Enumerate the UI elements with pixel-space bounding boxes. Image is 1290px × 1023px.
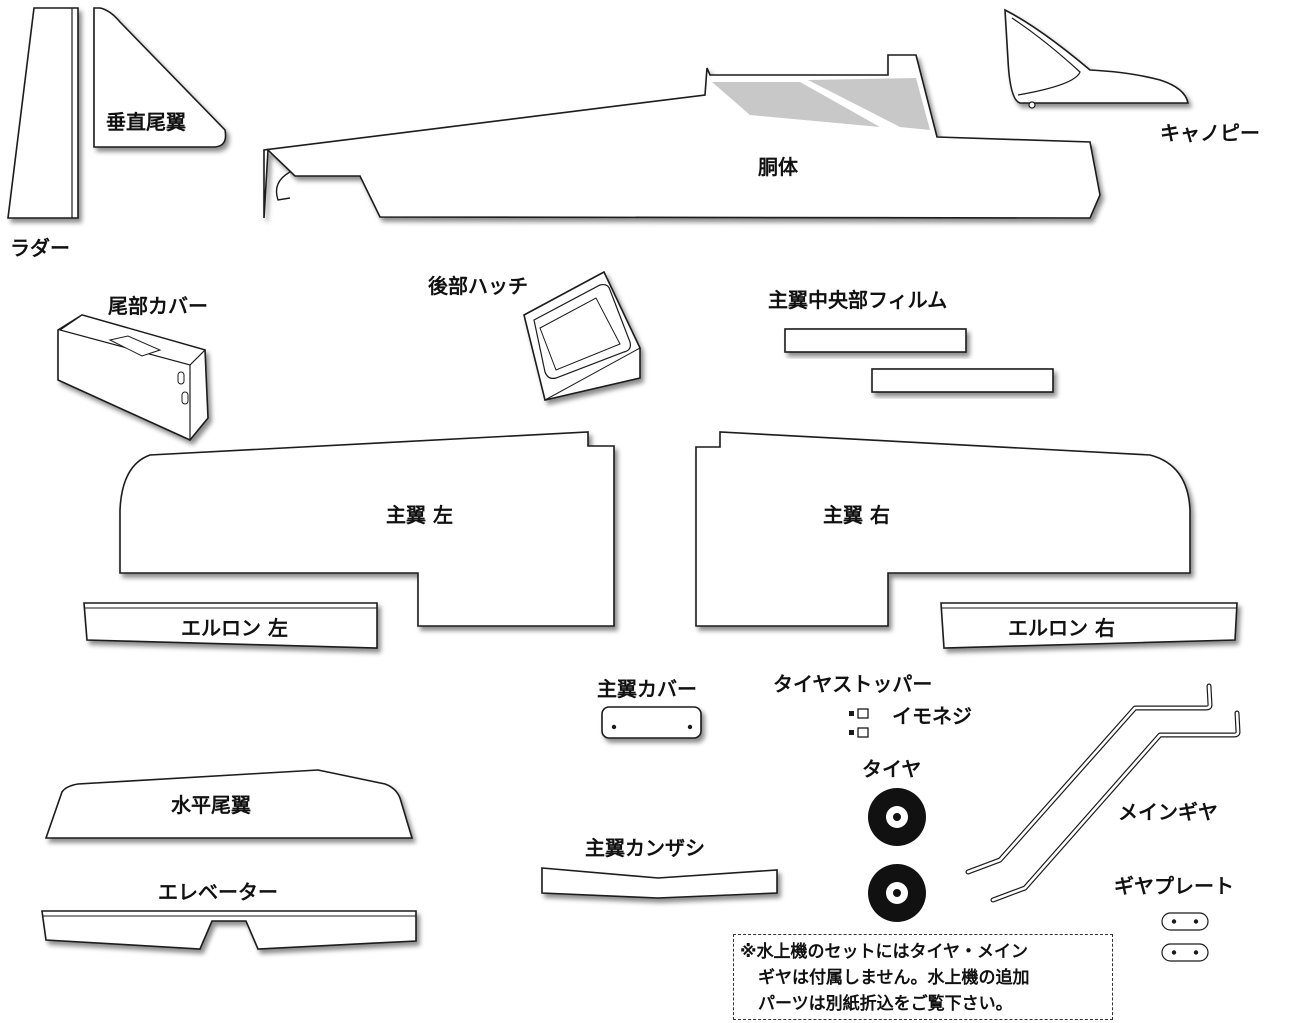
tail-cover-part	[57, 314, 209, 441]
seaplane-note-box: ※水上機のセットにはタイヤ・メイン ギヤは付属しません。水上機の追加 パーツは別…	[733, 934, 1113, 1020]
label-tail-cover: 尾部カバー	[108, 294, 208, 318]
label-gear-plate: ギヤプレート	[1114, 874, 1234, 898]
label-vertical-stabilizer: 垂直尾翼	[106, 110, 186, 134]
rudder-part	[7, 7, 79, 219]
label-tire: タイヤ	[862, 757, 922, 781]
wing-joiner-part	[541, 867, 778, 899]
note-line-2: ギヤは付属しません。水上機の追加	[758, 968, 1030, 988]
label-fuselage: 胴体	[758, 155, 798, 179]
label-horizontal-stabilizer: 水平尾翼	[171, 793, 251, 817]
label-aileron-left: エルロン 左	[181, 616, 288, 640]
canopy-part	[1004, 8, 1189, 109]
label-main-wing-left: 主翼 左	[386, 503, 453, 527]
label-main-gear: メインギヤ	[1118, 800, 1218, 824]
label-canopy: キャノピー	[1160, 121, 1260, 145]
note-line-3: パーツは別紙折込をご覧下さい。	[758, 994, 1013, 1014]
rear-hatch-part	[523, 270, 641, 401]
note-line-1: ※水上機のセットにはタイヤ・メイン	[740, 942, 1029, 962]
main-gear-part	[965, 683, 1241, 903]
horizontal-stabilizer-part	[44, 769, 414, 839]
label-tire-stopper: タイヤストッパー	[773, 672, 933, 696]
aileron-left-part	[83, 602, 378, 649]
label-imoneji: イモネジ	[892, 704, 972, 728]
elevator-part	[41, 910, 417, 950]
fuselage-part	[263, 54, 1101, 219]
main-wing-left-part	[119, 431, 615, 627]
label-rear-hatch: 後部ハッチ	[428, 274, 528, 298]
label-wing-center-film: 主翼中央部フィルム	[768, 288, 948, 312]
main-wing-right-part	[695, 431, 1191, 627]
aileron-right-part	[940, 602, 1238, 649]
tire-1	[868, 788, 926, 846]
label-wing-cover: 主翼カバー	[597, 677, 697, 701]
gear-plate-part	[1161, 912, 1209, 962]
wing-center-film-2	[871, 368, 1054, 393]
label-elevator: エレベーター	[158, 880, 278, 904]
label-aileron-right: エルロン 右	[1008, 616, 1115, 640]
label-rudder: ラダー	[10, 236, 70, 260]
vertical-stabilizer-part	[93, 7, 227, 148]
imoneji-part	[849, 708, 869, 738]
label-wing-joiner: 主翼カンザシ	[585, 836, 705, 860]
label-main-wing-right: 主翼 右	[823, 503, 890, 527]
tire-2	[868, 864, 926, 922]
wing-cover-part	[601, 706, 702, 739]
wing-center-film-1	[784, 328, 967, 353]
